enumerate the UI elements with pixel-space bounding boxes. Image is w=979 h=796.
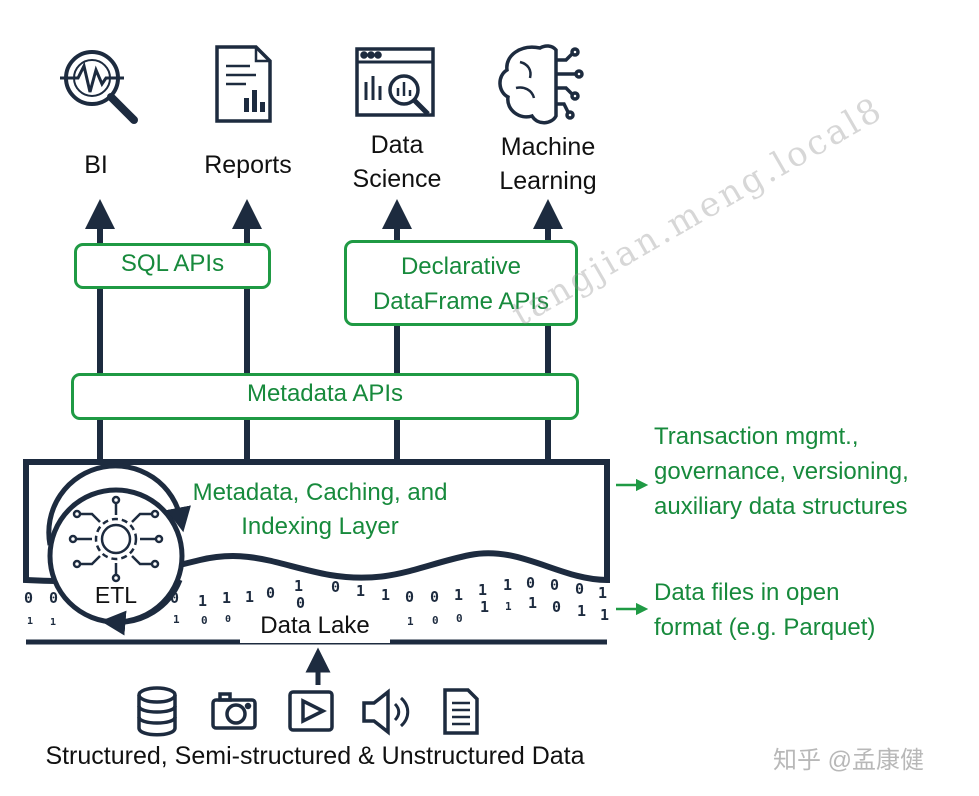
machine-learning-label: Machine Learning	[476, 130, 620, 198]
metadata-apis-box: Metadata APIs	[71, 373, 579, 420]
document-icon	[443, 688, 479, 735]
files-note: Data files in open format (e.g. Parquet)	[654, 575, 875, 645]
svg-text:0: 0	[201, 614, 208, 627]
layer-title-line1: Metadata, Caching, and	[192, 479, 448, 506]
svg-text:0: 0	[266, 584, 275, 602]
etl-gear-icon	[68, 495, 164, 583]
svg-text:0: 0	[296, 594, 305, 612]
data-lake-label: Data Lake	[240, 609, 390, 643]
machine-learning-label-line2: Learning	[499, 167, 597, 195]
svg-text:0: 0	[170, 589, 179, 607]
svg-text:1: 1	[598, 584, 607, 602]
svg-text:0: 0	[331, 578, 340, 596]
svg-text:0: 0	[526, 574, 535, 592]
data-science-label-line1: Data	[370, 131, 424, 159]
svg-text:1: 1	[478, 581, 487, 599]
svg-text:0: 0	[49, 589, 58, 607]
sql-apis-box: SQL APIs	[74, 243, 271, 289]
svg-text:0: 0	[405, 588, 414, 606]
speaker-icon	[362, 688, 410, 736]
svg-text:0: 0	[456, 612, 463, 625]
svg-text:1: 1	[222, 589, 231, 607]
etl-cycle-arrow-top	[46, 463, 191, 546]
files-note-line1: Data files in open	[654, 579, 840, 606]
svg-text:1: 1	[505, 600, 512, 613]
svg-text:1: 1	[577, 602, 586, 620]
reports-document-icon	[215, 45, 272, 123]
svg-text:0: 0	[432, 614, 439, 627]
data-science-window-icon	[355, 47, 435, 117]
svg-text:1: 1	[600, 606, 609, 624]
video-play-icon	[288, 690, 334, 732]
svg-text:1: 1	[27, 616, 33, 627]
machine-learning-label-line1: Machine	[500, 133, 596, 161]
data-science-label-line2: Science	[352, 165, 442, 193]
data-science-label: Data Science	[332, 128, 462, 196]
declarative-apis-line2: DataFrame APIs	[372, 288, 550, 315]
svg-text:0: 0	[430, 588, 439, 606]
bi-label: BI	[84, 151, 108, 179]
etl-label: ETL	[94, 582, 138, 608]
svg-text:0: 0	[24, 589, 33, 607]
svg-text:1: 1	[480, 598, 489, 616]
svg-text:1: 1	[381, 586, 390, 604]
svg-text:1: 1	[173, 613, 180, 626]
svg-text:1: 1	[50, 617, 56, 628]
svg-text:0: 0	[575, 580, 584, 598]
svg-text:1: 1	[198, 592, 207, 610]
files-note-line2: format (e.g. Parquet)	[654, 614, 876, 641]
transaction-note-line2: governance, versioning,	[654, 458, 909, 485]
reports-label: Reports	[204, 151, 292, 179]
binary-digits: 01 01 01 10 10 1 0 10 0 1 1 01 00 10 11 …	[24, 574, 609, 628]
transaction-note-line1: Transaction mgmt.,	[654, 423, 859, 450]
svg-text:1: 1	[454, 586, 463, 604]
svg-text:0: 0	[552, 598, 561, 616]
etl-cycle-arrow-bottom	[100, 579, 183, 636]
bi-magnifier-icon	[60, 50, 138, 124]
layer-title-line2: Indexing Layer	[241, 513, 399, 540]
transaction-note: Transaction mgmt., governance, versionin…	[654, 419, 909, 524]
svg-text:1: 1	[503, 576, 512, 594]
database-icon	[137, 686, 177, 737]
svg-text:1: 1	[528, 594, 537, 612]
declarative-apis-line1: Declarative	[400, 253, 522, 280]
sources-label: Structured, Semi-structured & Unstructur…	[45, 742, 585, 770]
declarative-apis-box: Declarative DataFrame APIs	[344, 240, 578, 326]
metadata-apis-label: Metadata APIs	[246, 380, 404, 407]
credit-text: 知乎 @孟康健	[773, 747, 925, 774]
sql-apis-label: SQL APIs	[120, 250, 225, 277]
layer-title: Metadata, Caching, and Indexing Layer	[170, 476, 470, 544]
svg-text:1: 1	[245, 588, 254, 606]
svg-text:0: 0	[550, 576, 559, 594]
svg-text:1: 1	[294, 577, 303, 595]
machine-learning-brain-icon	[498, 44, 584, 125]
svg-text:1: 1	[407, 615, 414, 628]
svg-text:1: 1	[356, 582, 365, 600]
svg-text:0: 0	[225, 614, 231, 625]
camera-icon	[211, 692, 257, 730]
transaction-note-line3: auxiliary data structures	[654, 493, 908, 520]
